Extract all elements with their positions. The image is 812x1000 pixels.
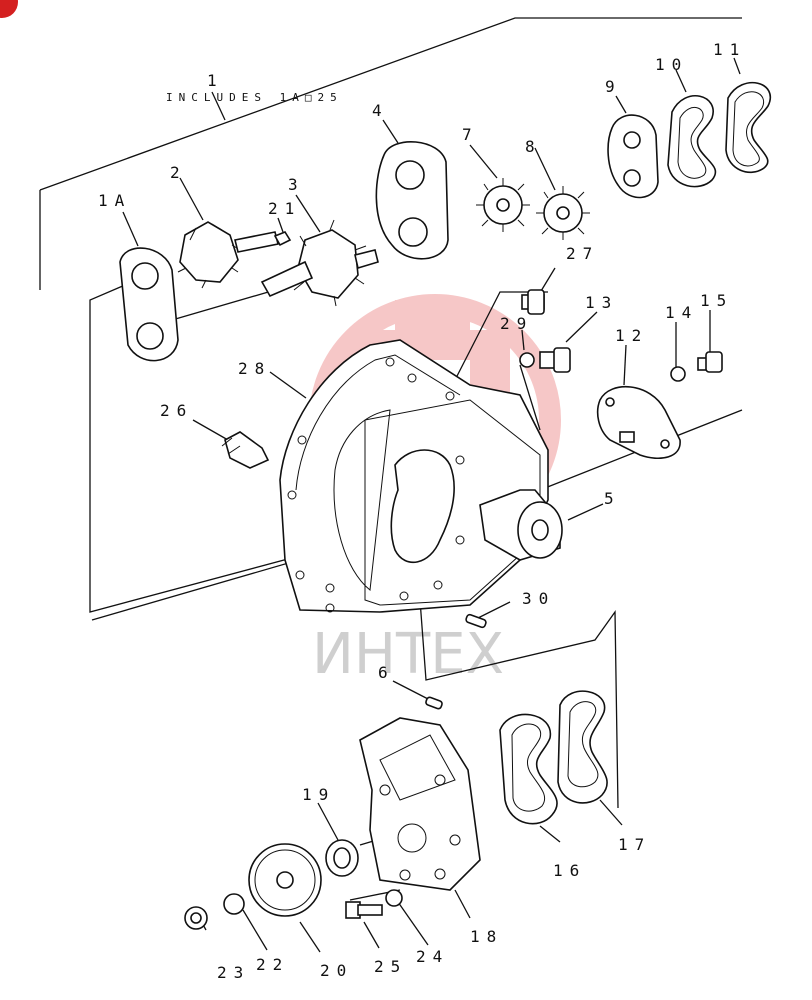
- part-27-plug: [521, 289, 545, 315]
- part-3-gear-shaft: [260, 219, 379, 307]
- callout-4: 4: [372, 101, 389, 120]
- callout-20: 20: [320, 961, 353, 980]
- part-21-key: [273, 231, 292, 247]
- part-19-bushing: [325, 839, 359, 877]
- part-17-gasket: [557, 690, 608, 804]
- part-8-gear: [536, 186, 590, 240]
- part-6-pin: [425, 696, 443, 710]
- part-10-seal: [667, 95, 717, 188]
- part-25-bolt: [345, 901, 383, 919]
- callout-1-note: INCLUDES 1A□25: [166, 91, 343, 104]
- part-16-gasket: [499, 713, 558, 825]
- part-22-washer: [223, 893, 245, 915]
- part-28-housing: [279, 339, 549, 613]
- part-2-gear-shaft: [177, 221, 279, 289]
- watermark-text: ИНТЕХ: [312, 622, 504, 687]
- callout-11: 11: [713, 40, 746, 59]
- callout-1a: 1A: [98, 191, 131, 210]
- part-13-plug: [539, 347, 571, 373]
- callout-22: 22: [256, 955, 289, 974]
- callout-24: 24: [416, 947, 449, 966]
- callout-17: 17: [618, 835, 651, 854]
- part-24-washer: [385, 889, 403, 907]
- callout-8: 8: [525, 137, 542, 156]
- part-23-nut: [184, 906, 208, 930]
- part-14-washer: [670, 366, 686, 382]
- part-4-plate: [375, 141, 449, 260]
- callout-2: 2: [170, 163, 187, 182]
- callout-19: 19: [302, 785, 335, 804]
- part-18-cover: [359, 717, 481, 891]
- callout-9: 9: [605, 77, 622, 96]
- callout-18: 18: [470, 927, 503, 946]
- part-9-plate: [607, 114, 659, 199]
- part-20-gear: [248, 843, 322, 917]
- callout-26: 26: [160, 401, 193, 420]
- callouts: 1 INCLUDES 1A□25 1A 2 3 4 5 6 7 8 9 10 1…: [98, 40, 746, 982]
- callout-1: 1: [207, 71, 224, 90]
- part-15-bolt: [697, 351, 723, 373]
- callout-16: 16: [553, 861, 586, 880]
- part-5-boss: [479, 489, 563, 561]
- part-30-pin: [465, 613, 487, 629]
- callout-25: 25: [374, 957, 407, 976]
- callout-10: 10: [655, 55, 688, 74]
- part-26-fitting: [221, 431, 270, 469]
- callout-27: 27: [566, 244, 599, 263]
- callout-21: 21: [268, 199, 301, 218]
- callout-12: 12: [615, 326, 648, 345]
- callout-6: 6: [378, 663, 395, 682]
- callout-23: 23: [217, 963, 250, 982]
- callout-5: 5: [604, 489, 621, 508]
- corner-badge: [0, 0, 18, 18]
- part-7-gear: [476, 178, 530, 232]
- callout-29: 29: [500, 314, 533, 333]
- callout-7: 7: [462, 125, 479, 144]
- callout-28: 28: [238, 359, 271, 378]
- callout-3: 3: [288, 175, 305, 194]
- leader-lines: [89, 57, 741, 953]
- callout-30: 30: [522, 589, 555, 608]
- part-12-cover: [596, 386, 681, 459]
- part-29-washer: [519, 352, 535, 368]
- callout-15: 15: [700, 291, 733, 310]
- part-1a-plate: [119, 247, 179, 362]
- callout-14: 14: [665, 303, 698, 322]
- callout-13: 13: [585, 293, 618, 312]
- part-11-seal: [725, 81, 771, 174]
